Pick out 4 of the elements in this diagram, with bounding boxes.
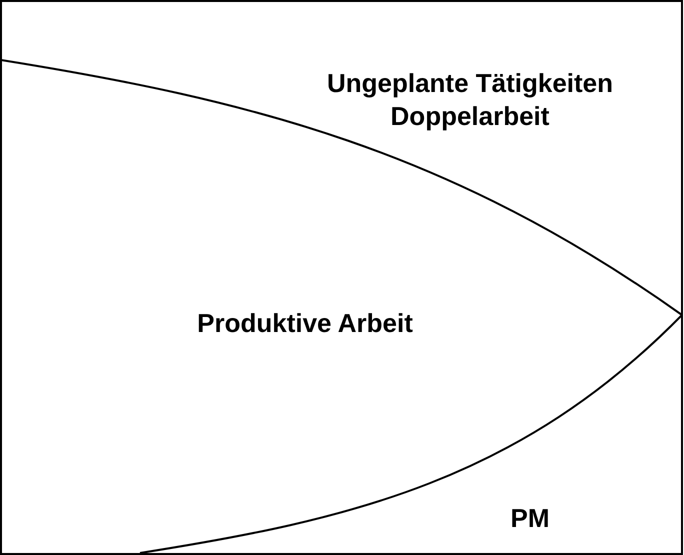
region-label: Ungeplante Tätigkeiten (326, 68, 614, 98)
region-label: Doppelarbeit (390, 101, 550, 131)
region-label: PM (510, 503, 550, 533)
region-label: Produktive Arbeit (196, 308, 414, 338)
